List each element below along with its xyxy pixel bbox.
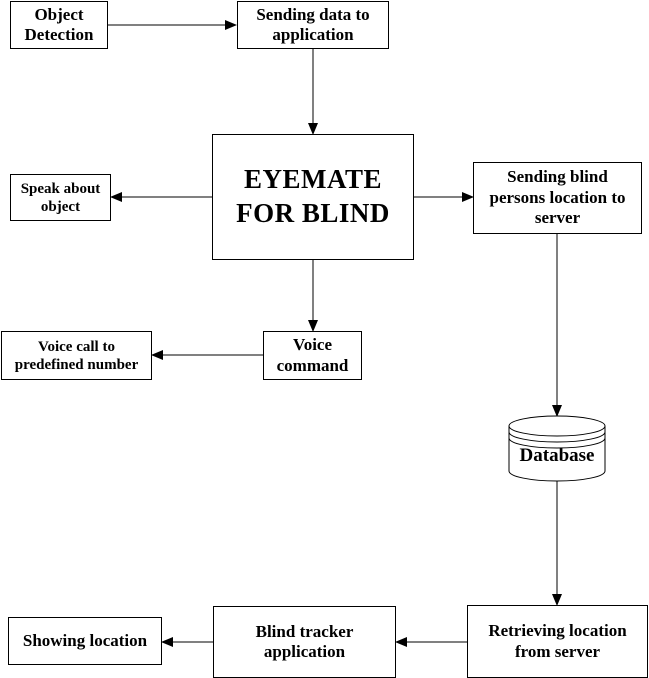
node-speak-about-object: Speak about object: [10, 174, 111, 221]
node-sending-data: Sending data to application: [237, 1, 389, 49]
node-database-label: Database: [519, 445, 595, 466]
node-voice-command: Voice command: [263, 331, 362, 380]
node-showing-location: Showing location: [8, 617, 162, 665]
node-eyemate-for-blind: EYEMATE FOR BLIND: [212, 134, 414, 260]
database-cylinder: [508, 415, 606, 482]
node-voice-call: Voice call to predefined number: [1, 331, 152, 380]
node-sending-location: Sending blind persons location to server: [473, 162, 642, 234]
node-object-detection: Object Detection: [10, 1, 108, 49]
node-retrieving-location: Retrieving location from server: [467, 605, 648, 678]
node-blind-tracker: Blind tracker application: [213, 606, 396, 678]
